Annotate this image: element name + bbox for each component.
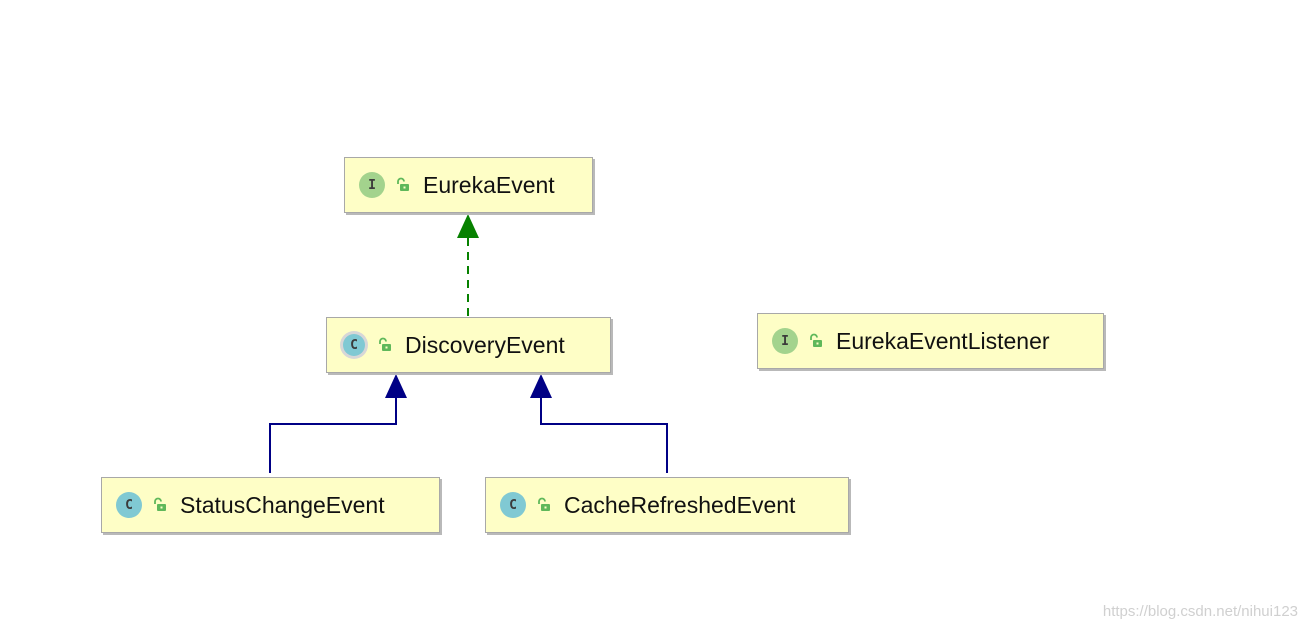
node-status-change-event[interactable]: C StatusChangeEvent	[101, 477, 440, 533]
unlock-icon	[397, 177, 409, 191]
implements-arrowhead	[457, 214, 479, 238]
node-discovery-event[interactable]: C DiscoveryEvent	[326, 317, 611, 373]
node-label: EurekaEventListener	[836, 327, 1050, 354]
abstract-class-icon: C	[343, 334, 365, 356]
extends-arrowhead	[385, 374, 407, 398]
node-label: StatusChangeEvent	[180, 491, 385, 518]
node-eureka-event[interactable]: I EurekaEvent	[344, 157, 593, 213]
watermark: https://blog.csdn.net/nihui123	[1102, 603, 1298, 620]
interface-icon: I	[359, 172, 385, 198]
node-eureka-event-listener[interactable]: I EurekaEventListener	[757, 313, 1104, 369]
node-cache-refreshed-event[interactable]: C CacheRefreshedEvent	[485, 477, 849, 533]
edge-cache-to-discovery-extends	[530, 374, 668, 473]
edge-discovery-to-eureka-implements	[457, 214, 479, 317]
node-label: EurekaEvent	[423, 171, 555, 198]
class-icon: C	[500, 492, 526, 518]
extends-arrowhead	[530, 374, 552, 398]
unlock-icon	[379, 337, 391, 351]
unlock-icon	[538, 497, 550, 511]
edge-status-to-discovery-extends	[269, 374, 407, 473]
unlock-icon	[154, 497, 166, 511]
node-label: DiscoveryEvent	[405, 331, 565, 358]
interface-icon: I	[772, 328, 798, 354]
node-label: CacheRefreshedEvent	[564, 491, 796, 518]
unlock-icon	[810, 333, 822, 347]
class-icon: C	[116, 492, 142, 518]
